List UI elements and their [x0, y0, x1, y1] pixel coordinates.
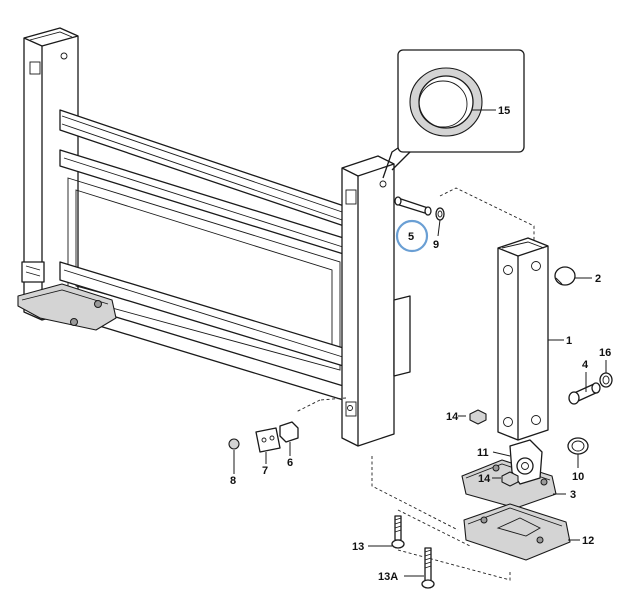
callout-7: 7	[262, 465, 268, 477]
callout-13a: 13A	[378, 571, 398, 583]
callout-15: 15	[498, 105, 510, 117]
callout-9: 9	[433, 239, 439, 251]
callout-14-upper: 14	[446, 411, 459, 423]
callout-12: 12	[582, 535, 594, 547]
clip-part-16	[599, 372, 613, 388]
callout-11: 11	[477, 447, 489, 459]
callout-13: 13	[352, 541, 364, 553]
highlight-ring-part-5	[395, 219, 429, 253]
leg-part-1	[497, 237, 576, 441]
block-part-6	[279, 421, 299, 443]
leader-lines	[233, 109, 607, 577]
pin-part-4	[568, 382, 601, 405]
screw-part-8	[228, 438, 240, 450]
callout-3: 3	[570, 489, 576, 501]
detail-inset-seal	[382, 49, 525, 179]
assembly-guide-lines	[295, 187, 535, 581]
callout-5: 5	[408, 231, 414, 243]
callout-14-lower: 14	[478, 473, 491, 485]
ring-part-10	[567, 437, 589, 455]
callout-10: 10	[572, 471, 584, 483]
callout-4: 4	[582, 359, 589, 371]
bolt-part-13a	[421, 547, 435, 589]
callout-1: 1	[566, 335, 572, 347]
bracket-part-7	[255, 427, 281, 453]
nut-part-14-lower	[501, 471, 519, 487]
callout-16: 16	[599, 347, 611, 359]
base-plate-part-12	[463, 503, 571, 561]
callout-labels: 15 5 9 2 1 4 16 14 11 10 14 3 12 13 13A …	[230, 105, 611, 583]
nut-part-14-upper	[469, 409, 487, 425]
callout-8: 8	[230, 475, 236, 487]
callout-2: 2	[595, 273, 601, 285]
main-frame	[17, 27, 411, 447]
callout-6: 6	[287, 457, 293, 469]
bolt-part-13	[391, 515, 405, 549]
